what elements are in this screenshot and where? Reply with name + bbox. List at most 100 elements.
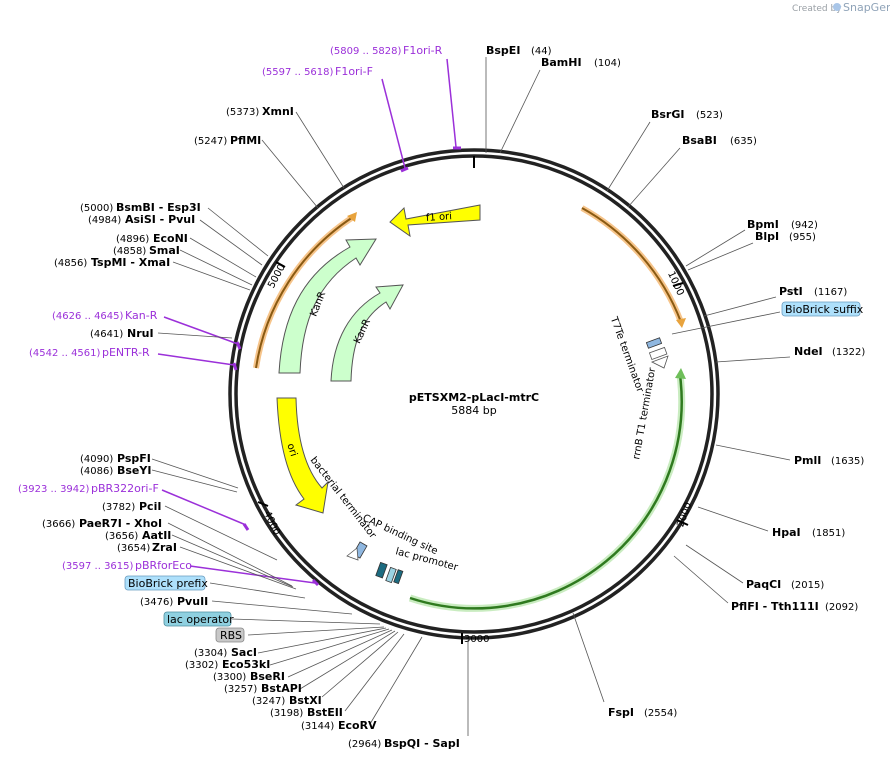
site-ecorv[interactable]: EcoRV — [338, 719, 377, 732]
site-bseyi-pos: (4086) — [80, 466, 113, 477]
biobrick-prefix-box — [124, 575, 206, 591]
site-asisi-pos: (4984) — [88, 215, 121, 226]
site-hpai[interactable]: HpaI — [772, 526, 801, 539]
plasmid-name: pETSXM2-pLacI-mtrC — [409, 391, 539, 404]
site-psti[interactable]: PstI — [779, 285, 803, 298]
site-blpi-pos: (955) — [789, 232, 816, 243]
site-fspi-pos: (2554) — [644, 708, 677, 719]
site-group-left-lower: ZraI (3654) AatII (3656) PaeR7I - XhoI (… — [42, 452, 177, 554]
site-eco53ki[interactable]: Eco53kI — [222, 658, 270, 671]
site-blpi[interactable]: BlpI — [755, 230, 779, 243]
site-ndei[interactable]: NdeI — [794, 345, 823, 358]
tick-3000: 3000 — [464, 634, 489, 645]
site-pflmi[interactable]: PflMI — [230, 134, 261, 147]
site-xmni[interactable]: XmnI — [262, 105, 294, 118]
orange-arc-right — [581, 207, 682, 323]
site-bseri[interactable]: BseRI — [250, 670, 285, 683]
site-pspfi[interactable]: PspFI — [117, 452, 151, 465]
orange-arc-right-glow — [580, 205, 684, 324]
primer-pentr-r[interactable]: pENTR-R — [102, 346, 150, 359]
site-tspmi-pos: (4856) — [54, 258, 87, 269]
orange-arc-right-arrow-icon — [676, 318, 686, 328]
site-bpmi[interactable]: BpmI — [747, 218, 779, 231]
lacI-arrow-icon — [675, 368, 686, 379]
site-saci[interactable]: SacI — [231, 646, 257, 659]
backbone-outer — [228, 148, 720, 640]
snapgene-logo-icon — [833, 3, 841, 11]
primer-f1ori-f-pos: (5597 .. 5618) — [262, 67, 334, 78]
site-pvuii-pos: (3476) — [140, 597, 173, 608]
site-pflmi-pos: (5247) — [194, 136, 227, 147]
site-group-right: BspEI (44) BamHI (104) BsrGI (523) BsaBI… — [486, 44, 865, 719]
primer-pbr322ori-f-pos: (3923 .. 3942) — [18, 484, 90, 495]
t7te-terminator-feature — [645, 337, 669, 369]
site-smai-pos: (4858) — [113, 246, 146, 257]
primer-kan-r[interactable]: Kan-R — [125, 309, 158, 322]
site-bamhi[interactable]: BamHI — [541, 56, 582, 69]
tick-4000: 4000 — [261, 509, 282, 537]
site-pflfi[interactable]: PflFI - Tth111I — [731, 600, 819, 613]
kanr-outer-feature — [278, 238, 377, 374]
biobrick-suffix-box — [781, 301, 861, 317]
site-bstxi[interactable]: BstXI — [289, 694, 322, 707]
lac-operator-box — [163, 611, 232, 627]
site-bspei[interactable]: BspEI — [486, 44, 520, 57]
site-bsmbi[interactable]: BsmBI - Esp3I — [116, 201, 201, 214]
orange-arc-left — [255, 216, 354, 369]
plasmid-length: 5884 bp — [451, 404, 496, 417]
site-econi-pos: (4896) — [116, 234, 149, 245]
site-zrai[interactable]: ZraI — [152, 541, 177, 554]
site-bsrgi[interactable]: BsrGI — [651, 108, 684, 121]
site-hpai-pos: (1851) — [812, 528, 845, 539]
site-ecorv-pos: (3144) — [301, 721, 334, 732]
lac-operator-label[interactable]: lac operator — [167, 613, 234, 626]
site-paer7i-pos: (3666) — [42, 519, 75, 530]
lac-operator-feature — [375, 561, 404, 585]
site-bsteii[interactable]: BstEII — [307, 706, 343, 719]
biobrick-suffix-label[interactable]: BioBrick suffix — [785, 303, 864, 316]
t7te-label: T7Te terminator — [607, 315, 645, 395]
primer-kan-r-pos: (4626 .. 4645) — [52, 311, 124, 322]
biobrick-prefix-label[interactable]: BioBrick prefix — [128, 577, 208, 590]
site-psti-pos: (1167) — [814, 287, 847, 298]
site-pcii[interactable]: PciI — [139, 500, 161, 513]
site-aatii[interactable]: AatII — [142, 529, 171, 542]
site-bsmbi-pos: (5000) — [80, 203, 113, 214]
site-nrui[interactable]: NruI — [127, 327, 154, 340]
site-xmni-pos: (5373) — [226, 107, 259, 118]
rbs-box — [215, 627, 245, 643]
site-bspqi[interactable]: BspQI - SapI — [384, 737, 460, 750]
site-bamhi-pos: (104) — [594, 58, 621, 69]
f1-ori-feature — [389, 204, 481, 238]
primer-f1ori-r[interactable]: F1ori-R — [403, 44, 443, 57]
primer-pbrforeco[interactable]: pBRforEco — [135, 559, 192, 572]
site-group-bottom: BspQI - SapI (2964) EcoRV (3144) BstEII … — [124, 575, 460, 750]
site-aatii-pos: (3656) — [105, 531, 138, 542]
site-saci-pos: (3304) — [194, 648, 227, 659]
site-zrai-pos: (3654) — [117, 543, 150, 554]
site-bseri-pos: (3300) — [213, 672, 246, 683]
site-bspqi-pos: (2964) — [348, 739, 381, 750]
site-paqci-pos: (2015) — [791, 580, 824, 591]
site-econi[interactable]: EcoNI — [153, 232, 188, 245]
site-smai[interactable]: SmaI — [149, 244, 180, 257]
site-asisi[interactable]: AsiSI - PvuI — [125, 213, 195, 226]
site-pvuii[interactable]: PvuII — [177, 595, 208, 608]
primer-f1ori-f[interactable]: F1ori-F — [335, 65, 373, 78]
site-paqci[interactable]: PaqCI — [746, 578, 781, 591]
primer-pbr322ori-f[interactable]: pBR322ori-F — [91, 482, 159, 495]
site-bsteii-pos: (3198) — [270, 708, 303, 719]
site-fspi[interactable]: FspI — [608, 706, 634, 719]
site-tspmi[interactable]: TspMI - XmaI — [91, 256, 170, 269]
site-bstapi[interactable]: BstAPI — [261, 682, 302, 695]
site-bsabi[interactable]: BsaBI — [682, 134, 717, 147]
primer-lines — [157, 58, 461, 587]
site-bseyi[interactable]: BseYI — [117, 464, 151, 477]
site-pcii-pos: (3782) — [102, 502, 135, 513]
site-pmli[interactable]: PmlI — [794, 454, 821, 467]
site-pflfi-pos: (2092) — [825, 602, 858, 613]
credit-brand: SnapGene — [843, 1, 890, 14]
rbs-label[interactable]: RBS — [220, 629, 242, 642]
site-paer7i[interactable]: PaeR7I - XhoI — [79, 517, 162, 530]
